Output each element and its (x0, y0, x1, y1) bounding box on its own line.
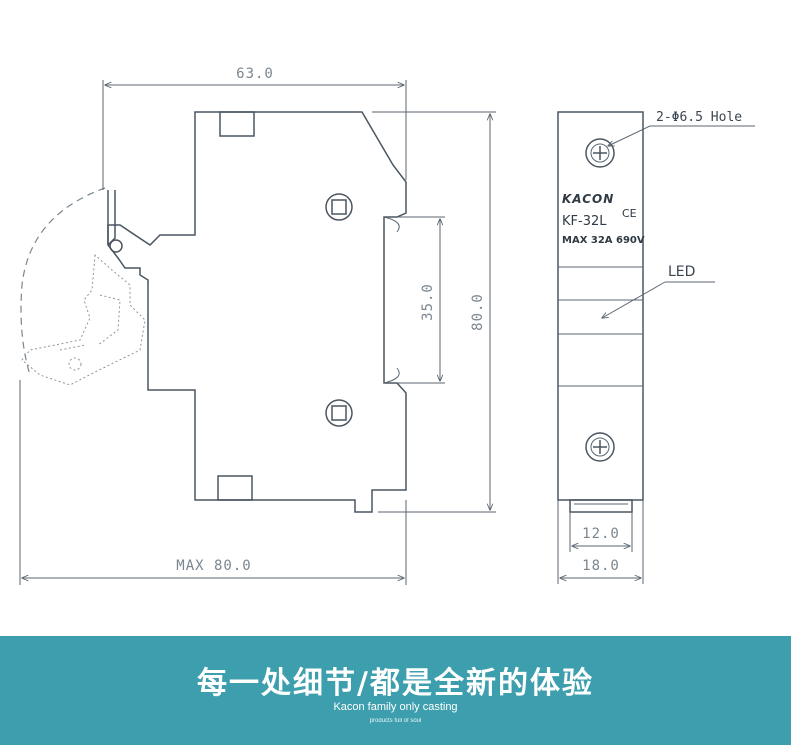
side-view-body-outline (107, 111, 407, 513)
front-view-bottom-tab (569, 499, 633, 513)
lower-screw-head (331, 405, 347, 421)
handle-lever (107, 190, 116, 246)
ce-mark: CE (622, 207, 637, 220)
front-upper-screw-icon (585, 138, 615, 168)
dim-max80-label: MAX 80.0 (176, 558, 251, 574)
front-view: KACON KF-32L CE MAX 32A 690V LED 2-Φ6.5 … (557, 110, 755, 513)
upper-screw (325, 193, 353, 221)
banner-title: 每一处细节/都是全新的体验 (197, 666, 594, 701)
side-view-top-clip (219, 111, 255, 137)
open-handle-pivot (68, 357, 82, 371)
lower-screw (325, 399, 353, 427)
technical-drawing: 63.0 35.0 80.0 MAX 80.0 (19, 66, 755, 585)
front-rating-label: MAX 32A 690V (562, 235, 645, 246)
dim-18-label: 18.0 (582, 558, 620, 574)
dim-63-label: 63.0 (236, 66, 274, 82)
upper-rail-hook (383, 216, 400, 233)
hole-label: 2-Φ6.5 Hole (656, 110, 742, 125)
banner-subtitle: Kacon family only casting (333, 701, 458, 713)
lower-rail-hook (383, 367, 400, 384)
side-view-bottom-clip (217, 475, 253, 501)
side-view (20, 111, 407, 513)
open-handle-inner (59, 294, 121, 351)
led-label: LED (668, 264, 695, 280)
front-brand-label: KACON (562, 192, 614, 206)
open-handle-outline (21, 253, 146, 386)
side-view-dimensions: 63.0 35.0 80.0 MAX 80.0 (19, 66, 496, 585)
dim-12-label: 12.0 (582, 526, 620, 542)
handle-swing-arc (20, 187, 106, 376)
front-model-label: KF-32L (562, 214, 607, 229)
dim-80-label: 80.0 (470, 293, 486, 331)
upper-screw-head (331, 199, 347, 215)
footer-banner: 每一处细节/都是全新的体验 Kacon family only casting … (0, 636, 791, 745)
front-view-dimensions: 12.0 18.0 (557, 500, 644, 584)
front-lower-screw-icon (585, 432, 615, 462)
pivot-circle (109, 239, 123, 253)
dim-35-label: 35.0 (420, 283, 436, 321)
banner-tagline: products full of soul (369, 718, 422, 724)
